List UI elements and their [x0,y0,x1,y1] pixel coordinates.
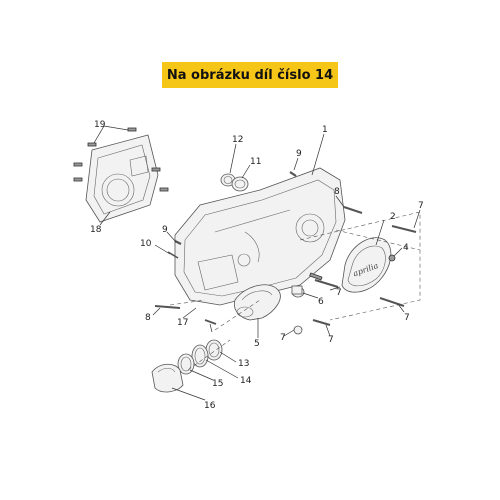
part-number-banner: Na obrázku díl číslo 14 [162,62,338,88]
callout-10: 10 [140,239,152,249]
spacer-parts [293,272,323,335]
callout-7-small: 7 [280,333,286,343]
callout-numbers: 19 18 12 11 1 9 8 7 2 4 9 10 6 7 7 7 7 5… [90,120,424,411]
bolts [154,171,417,326]
part-13-clamp [205,339,223,361]
callout-16: 16 [204,401,216,411]
part-1-transmission-cover [174,167,346,306]
part-15-sleeve [177,353,195,375]
callout-8-left: 8 [145,313,151,323]
callout-6: 6 [318,297,324,307]
part-18-small-cover [85,134,159,223]
callout-17: 17 [177,318,188,328]
callout-5: 5 [254,339,260,349]
callout-7-top-right: 7 [418,201,424,211]
part-19-screws [73,127,169,192]
part-6-bushing [291,285,305,298]
callout-9-left: 9 [162,225,168,235]
callout-4: 4 [403,243,409,253]
callout-15: 15 [212,379,223,389]
part-5-intake-duct [233,284,281,321]
part-2-logo-cover: aprilia [341,237,392,293]
callout-12: 12 [232,135,243,145]
callout-7-middle: 7 [336,288,342,298]
callout-19: 19 [94,120,106,130]
assembly-lines [169,211,421,371]
callout-1: 1 [322,125,328,135]
callout-9-top: 9 [296,149,302,159]
callout-8-right: 8 [334,187,340,197]
part-16-filter [151,363,184,393]
callout-14: 14 [240,376,252,386]
callout-13: 13 [238,359,249,369]
part-4-nut [388,254,396,262]
callout-18: 18 [90,225,102,235]
part-14-ring [191,344,209,368]
banner-title: Na obrázku díl číslo 14 [166,67,334,83]
callout-7-lower-right: 7 [404,313,410,323]
callout-11: 11 [250,157,261,167]
part-11-12-rings [220,173,249,192]
callout-2: 2 [390,212,396,222]
leader-lines [93,125,421,401]
callout-7-bottom: 7 [328,335,334,345]
